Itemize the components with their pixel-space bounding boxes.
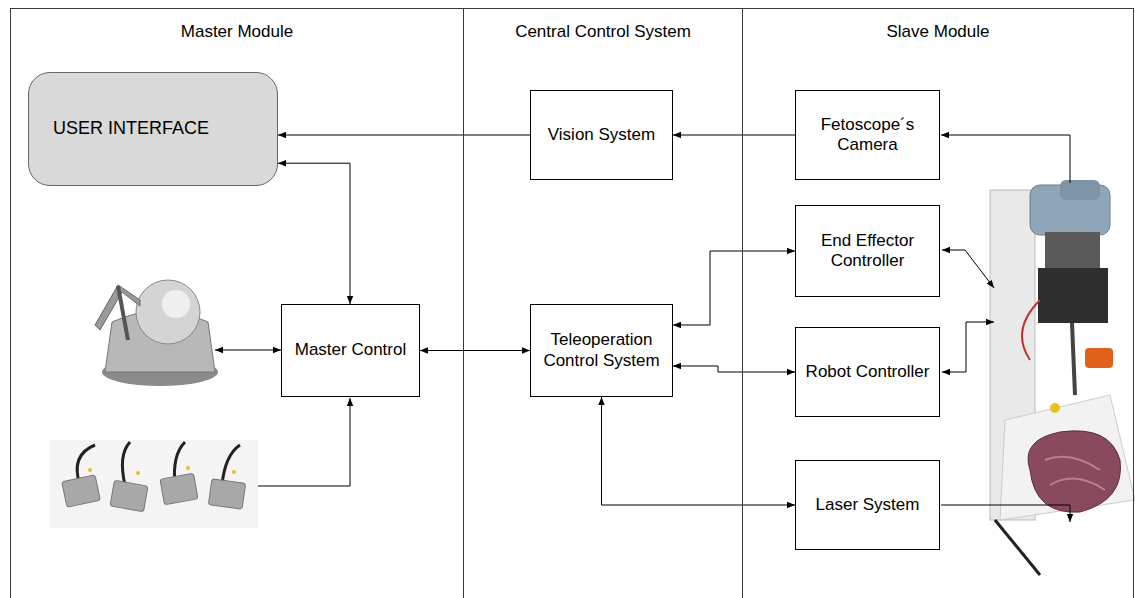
column-heading: Slave Module xyxy=(743,9,1133,42)
laser-link xyxy=(941,505,1070,522)
connector-arrow xyxy=(602,397,796,505)
haptic-device xyxy=(95,280,218,386)
connector-arrow xyxy=(420,350,530,351)
foot-pedals xyxy=(50,440,258,528)
process-box: End Effector Controller xyxy=(795,205,940,297)
interface-box: USER INTERFACE xyxy=(28,72,278,186)
column-heading: Master Module xyxy=(11,9,463,42)
connector-arrow xyxy=(278,163,350,304)
box-label: Robot Controller xyxy=(806,362,930,382)
robot-link xyxy=(942,322,994,372)
box-label: Master Control xyxy=(295,340,406,360)
box-label: Fetoscope´s Camera xyxy=(804,115,931,156)
box-label: End Effector Controller xyxy=(804,231,931,272)
process-box: Fetoscope´s Camera xyxy=(795,90,940,180)
box-label: USER INTERFACE xyxy=(53,118,209,140)
connector-arrow xyxy=(278,135,530,136)
box-label: Vision System xyxy=(548,125,655,145)
connector-arrow xyxy=(673,366,795,372)
end-effector-link xyxy=(942,250,994,288)
process-box: Laser System xyxy=(795,460,940,550)
connector-arrow xyxy=(673,251,795,325)
module-column: Slave ModuleFetoscope´s CameraEnd Effect… xyxy=(742,8,1134,598)
robot-illustration xyxy=(990,180,1135,575)
module-column: Central Control SystemVision SystemTeleo… xyxy=(463,8,742,598)
haptic-link xyxy=(215,350,281,351)
process-box: Teleoperation Control System xyxy=(530,304,673,397)
box-label: Teleoperation Control System xyxy=(539,330,664,371)
process-box: Master Control xyxy=(281,304,420,397)
pedal-link xyxy=(258,398,350,486)
camera-link xyxy=(941,135,1070,183)
connector-arrow xyxy=(673,135,795,136)
module-column: Master ModuleUSER INTERFACE Master Contro… xyxy=(10,8,463,598)
process-box: Vision System xyxy=(530,90,673,180)
process-box: Robot Controller xyxy=(795,327,940,417)
column-heading: Central Control System xyxy=(464,9,742,42)
box-label: Laser System xyxy=(816,495,920,515)
